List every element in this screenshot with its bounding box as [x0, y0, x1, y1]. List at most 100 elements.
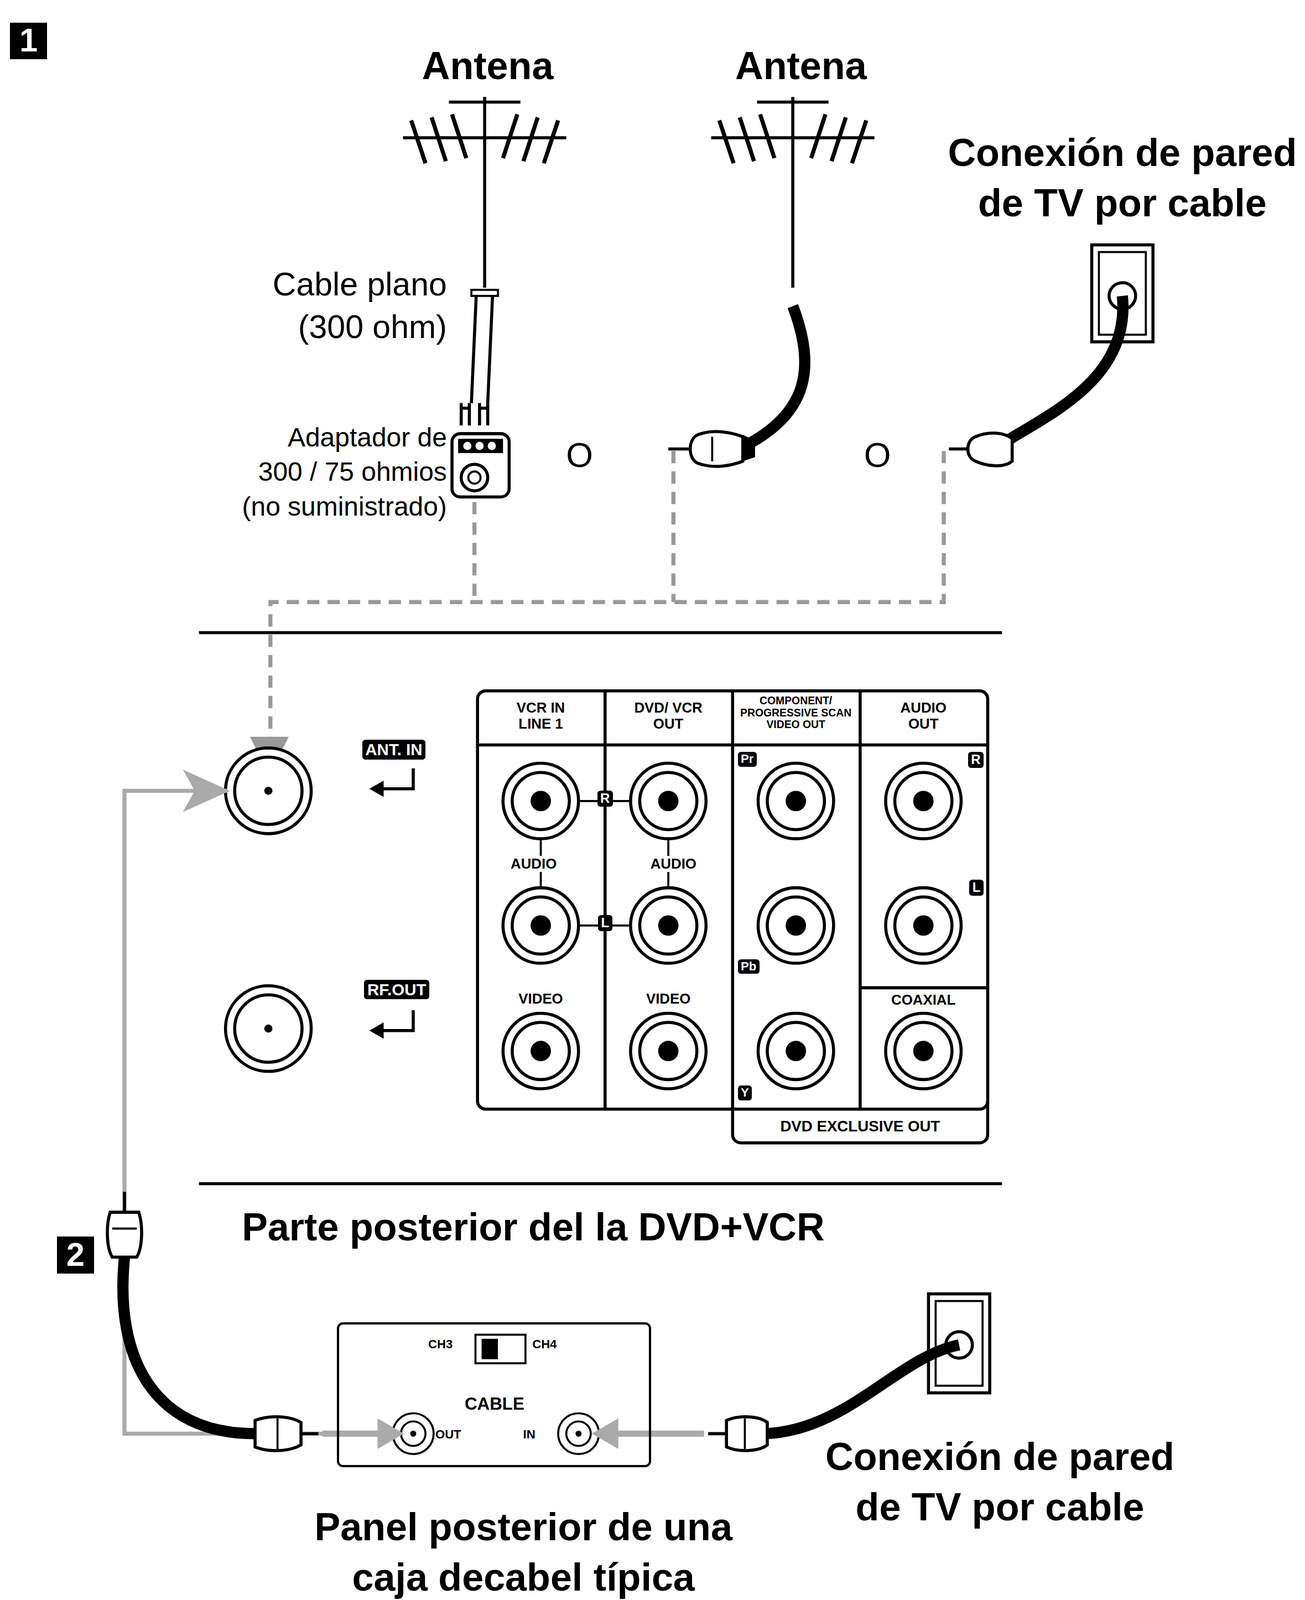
drawing-part [199, 1182, 1003, 1186]
drawing-part [225, 985, 312, 1072]
adapter-300-75 [451, 433, 509, 497]
antenna-coax [668, 96, 875, 467]
drawing-part [757, 887, 834, 964]
drawing-part [199, 631, 1003, 635]
drawing-part [616, 1430, 705, 1437]
panel-text: CH3 [428, 1337, 453, 1352]
drawing-part [487, 442, 497, 451]
drawing-part [757, 1012, 834, 1089]
text-label: AUDIO OUT [891, 699, 955, 732]
step-number-box: 1 [9, 22, 47, 60]
step-number: 2 [66, 1238, 85, 1272]
drawing-part [967, 433, 1012, 466]
drawing-part [726, 1416, 768, 1451]
text-label: AUDIO [508, 855, 559, 872]
text-label: Antena [422, 40, 554, 92]
text-label: Conexión de pared de TV por cable [806, 1431, 1194, 1533]
port-badge: RF.OUT [364, 979, 430, 1000]
drawing-part [481, 1338, 499, 1360]
drawing-part [765, 1344, 959, 1434]
drawing-part [690, 431, 743, 467]
drawing-part [935, 1301, 983, 1386]
drawing-part [477, 690, 988, 1110]
cable-box-panel: CH3CH4CABLEOUTIN [336, 1322, 652, 1468]
text-label: AUDIO [648, 855, 699, 872]
drawing-part [225, 747, 312, 834]
drawing-part [757, 763, 834, 839]
text-label: Antena [735, 40, 867, 92]
drawing-part [122, 1256, 256, 1434]
step-number: 1 [19, 24, 38, 57]
text-label: Panel posterior de una caja decabel típi… [298, 1501, 748, 1600]
drawing-part [461, 464, 488, 491]
drawing-part [591, 1418, 619, 1449]
drawing-part [451, 433, 509, 497]
jack-badge: Pb [737, 959, 760, 975]
drawing-part [630, 763, 706, 839]
drawing-part [502, 887, 579, 964]
drawing-part [409, 1430, 417, 1437]
text-label: Cable plano (300 ohm) [222, 263, 447, 348]
text-label: Adaptador de 300 / 75 ohmios (no suminis… [236, 420, 447, 524]
drawing-part [630, 887, 706, 964]
panel-text: IN [523, 1427, 536, 1442]
rf-port: ANT. IN [225, 736, 456, 809]
divider-lines [199, 632, 1003, 1184]
drawing-part [711, 96, 875, 288]
coax-right [708, 1344, 960, 1451]
text-label: O [565, 432, 594, 478]
drawing-part [744, 305, 805, 446]
text-label: VIDEO [516, 990, 566, 1007]
drawing-part [234, 757, 303, 825]
drawing-part [468, 471, 481, 484]
rf-jacks [225, 747, 414, 1072]
step-number-box: 2 [56, 1236, 94, 1273]
panel-text: OUT [435, 1427, 462, 1442]
antenna-flat [403, 96, 567, 426]
panel-text: CABLE [464, 1394, 525, 1414]
drawing-part [471, 289, 498, 296]
cable-box-parts [392, 1334, 600, 1454]
text-label: COMPONENT/ PROGRESSIVE SCAN VIDEO OUT [733, 694, 859, 731]
drawing-part [575, 1430, 582, 1437]
drawing-part [630, 1012, 706, 1089]
jack-badge: L [969, 879, 984, 896]
drawing-part [401, 1421, 426, 1446]
drawing-part [472, 501, 477, 602]
drawing-part [671, 450, 676, 602]
drawing-part [711, 436, 714, 461]
drawing-part [502, 1012, 579, 1089]
drawing-part [731, 690, 735, 1110]
drawing-part [742, 434, 756, 462]
jack-badge: R [597, 790, 613, 807]
jack-badge: Pr [737, 751, 757, 767]
drawing-part [107, 1212, 142, 1257]
drawing-part [744, 1418, 747, 1449]
drawing-part [1006, 295, 1123, 441]
wall-outlet-bottom [928, 1293, 990, 1393]
drawing-part [566, 1421, 591, 1446]
text-label: Conexión de pared de TV por cable [928, 127, 1305, 229]
drawing-part [471, 289, 493, 404]
drawing-part [122, 1191, 127, 1213]
text-label: DVD EXCLUSIVE OUT [778, 1117, 943, 1135]
drawing-part [708, 1432, 727, 1436]
gray-arrows [322, 1418, 705, 1449]
drawing-part [502, 763, 579, 839]
drawing-part [264, 1024, 273, 1033]
drawing-part [948, 447, 970, 451]
text-label: O [864, 432, 892, 478]
drawing-part [668, 447, 690, 451]
drawing-part [928, 1293, 990, 1393]
drawing-part [377, 1418, 404, 1449]
text-label: VIDEO [643, 990, 693, 1007]
text-label: COAXIAL [888, 991, 958, 1008]
drawing-part [885, 763, 961, 839]
jack-badge: L [598, 914, 613, 932]
drawing-part [322, 1430, 380, 1437]
drawing-part [885, 1012, 961, 1089]
